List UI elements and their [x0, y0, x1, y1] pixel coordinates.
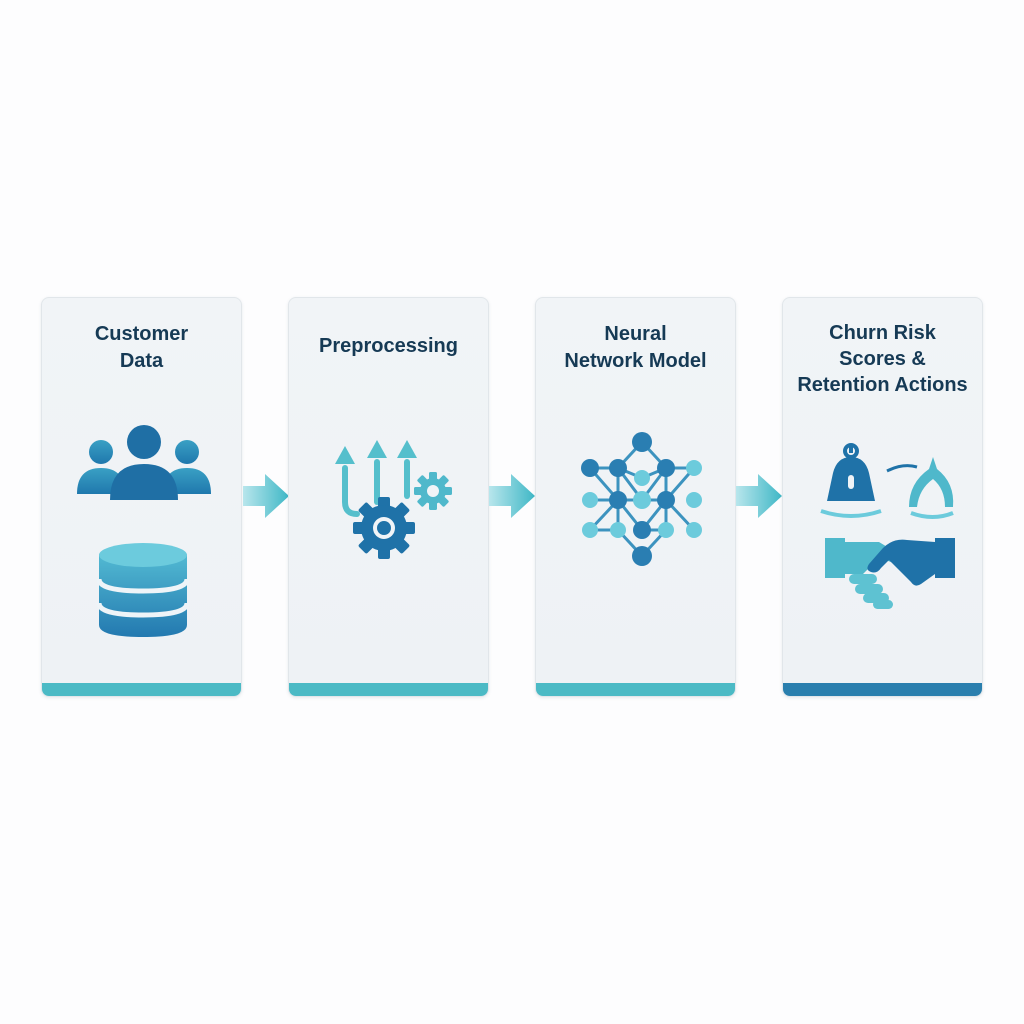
- step-bottom-bar: [536, 683, 735, 696]
- neural-network-icon: [581, 432, 702, 566]
- handshake-icon: [825, 538, 955, 609]
- right-arrow-icon: [243, 474, 289, 518]
- step-card-preprocessing: Preprocessing: [288, 297, 489, 697]
- step-title: Neural Network Model: [564, 323, 707, 372]
- users-group-icon: [77, 425, 211, 500]
- upward-arrows-icon: [335, 440, 417, 517]
- database-icon: [96, 543, 190, 637]
- step-title: Churn Risk Scores & Retention Actions: [797, 322, 968, 396]
- step-card-customer-data: Customer Data: [41, 297, 242, 697]
- step-bottom-bar: [289, 683, 488, 696]
- small-gear-icon: [414, 472, 452, 510]
- step-title: Customer Data: [94, 323, 189, 372]
- step-bottom-bar: [42, 683, 241, 696]
- large-gear-icon: [353, 497, 415, 559]
- alert-bell-icon: [820, 443, 954, 519]
- right-arrow-icon: [736, 474, 782, 518]
- step-card-churn-risk-retention: Churn Risk Scores & Retention Actions: [782, 297, 983, 697]
- step-bottom-bar: [783, 683, 982, 696]
- right-arrow-icon: [489, 474, 535, 518]
- step-card-neural-network-model: Neural Network Model: [535, 297, 736, 697]
- step-title: Preprocessing: [319, 335, 458, 357]
